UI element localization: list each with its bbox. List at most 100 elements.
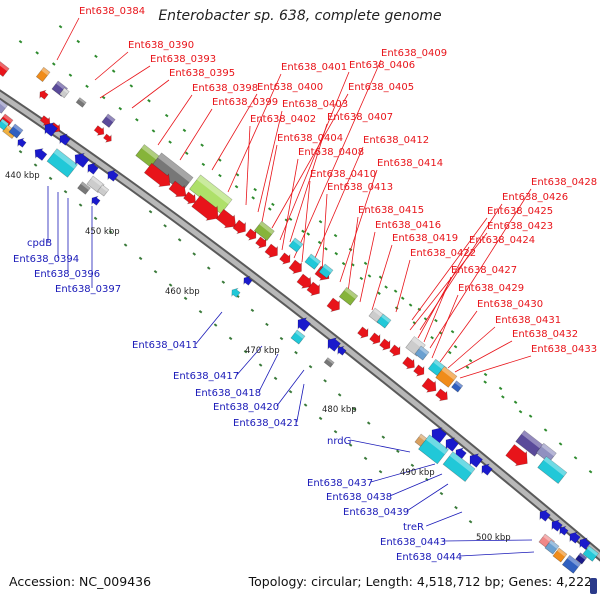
- gene-label-forward[interactable]: Ent638_0404: [277, 133, 343, 144]
- gene-feature[interactable]: [401, 355, 418, 372]
- gene-label-reverse[interactable]: nrdG: [327, 436, 351, 447]
- gene-feature[interactable]: [434, 387, 451, 404]
- gene-label-forward[interactable]: Ent638_0419: [392, 233, 458, 244]
- gene-feature[interactable]: [466, 450, 484, 468]
- gene-label-forward[interactable]: Ent638_0426: [502, 192, 568, 203]
- gene-feature[interactable]: [442, 451, 476, 482]
- gene-feature[interactable]: [378, 337, 393, 353]
- gene-label-reverse[interactable]: Ent638_0443: [380, 537, 446, 548]
- gene-label-reverse[interactable]: Ent638_0421: [233, 418, 299, 429]
- gene-feature[interactable]: [244, 227, 259, 243]
- gene-feature[interactable]: [150, 152, 194, 193]
- gene-label-reverse[interactable]: Ent638_0420: [213, 402, 279, 413]
- gene-feature[interactable]: [41, 119, 59, 137]
- gene-feature[interactable]: [442, 434, 460, 452]
- gene-feature[interactable]: [84, 160, 99, 176]
- gene-label-forward[interactable]: Ent638_0429: [458, 283, 524, 294]
- gene-feature[interactable]: [576, 535, 591, 551]
- gene-label-forward[interactable]: Ent638_0399: [212, 97, 278, 108]
- gene-feature[interactable]: [536, 507, 551, 523]
- gene-label-forward[interactable]: Ent638_0430: [477, 299, 543, 310]
- gene-feature[interactable]: [56, 131, 71, 147]
- gene-feature[interactable]: [241, 274, 253, 287]
- gene-feature[interactable]: [8, 123, 24, 139]
- gene-label-forward[interactable]: Ent638_0423: [487, 221, 553, 232]
- gene-feature[interactable]: [421, 376, 441, 396]
- gene-feature[interactable]: [264, 242, 282, 260]
- gene-feature[interactable]: [77, 181, 91, 195]
- gene-feature[interactable]: [104, 167, 119, 183]
- gene-feature[interactable]: [435, 366, 458, 388]
- gene-label-forward[interactable]: Ent638_0403: [282, 99, 348, 110]
- gene-feature[interactable]: [566, 529, 581, 545]
- gene-feature[interactable]: [232, 218, 250, 236]
- gene-label-forward[interactable]: Ent638_0390: [128, 40, 194, 51]
- gene-feature[interactable]: [168, 179, 191, 201]
- gene-feature[interactable]: [253, 220, 275, 241]
- gene-feature[interactable]: [75, 97, 87, 108]
- gene-label-forward[interactable]: Ent638_0413: [327, 182, 393, 193]
- gene-feature[interactable]: [552, 547, 568, 563]
- gene-feature[interactable]: [412, 363, 427, 379]
- gene-label-forward[interactable]: Ent638_0424: [469, 235, 535, 246]
- gene-label-forward[interactable]: Ent638_0405: [348, 82, 414, 93]
- gene-label-forward[interactable]: Ent638_0414: [377, 158, 443, 169]
- gene-label-forward[interactable]: Ent638_0409: [381, 48, 447, 59]
- gene-label-forward[interactable]: Ent638_0407: [327, 112, 393, 123]
- gene-label-reverse[interactable]: Ent638_0394: [13, 254, 79, 265]
- gene-feature[interactable]: [388, 343, 403, 359]
- gene-feature[interactable]: [326, 296, 344, 314]
- gene-label-forward[interactable]: Ent638_0425: [487, 206, 553, 217]
- gene-label-forward[interactable]: Ent638_0384: [79, 6, 145, 17]
- gene-label-reverse[interactable]: Ent638_0439: [343, 507, 409, 518]
- gene-feature[interactable]: [296, 272, 316, 292]
- gene-labels[interactable]: Ent638_0384Ent638_0390Ent638_0393Ent638_…: [13, 6, 597, 563]
- gene-label-forward[interactable]: Ent638_0431: [495, 315, 561, 326]
- gene-feature[interactable]: [324, 334, 342, 352]
- gene-label-forward[interactable]: Ent638_0416: [375, 220, 441, 231]
- gene-label-forward[interactable]: Ent638_0415: [358, 205, 424, 216]
- gene-feature[interactable]: [229, 286, 241, 299]
- gene-features[interactable]: [0, 59, 599, 574]
- gene-label-forward[interactable]: Ent638_0395: [169, 68, 235, 79]
- gene-feature[interactable]: [35, 66, 51, 83]
- gene-label-reverse[interactable]: Ent638_0411: [132, 340, 198, 351]
- gene-feature[interactable]: [0, 118, 10, 131]
- gene-feature[interactable]: [561, 554, 582, 574]
- gene-label-reverse[interactable]: Ent638_0417: [173, 371, 239, 382]
- gene-feature[interactable]: [451, 380, 464, 393]
- gene-label-forward[interactable]: Ent638_0427: [451, 265, 517, 276]
- gene-label-forward[interactable]: Ent638_0432: [512, 329, 578, 340]
- gene-feature[interactable]: [478, 461, 493, 477]
- gene-feature[interactable]: [190, 194, 223, 225]
- gene-feature[interactable]: [15, 136, 27, 149]
- gene-feature[interactable]: [0, 97, 8, 114]
- gene-label-reverse[interactable]: Ent638_0418: [195, 388, 261, 399]
- gene-feature[interactable]: [143, 162, 175, 192]
- gene-feature[interactable]: [189, 174, 233, 215]
- gene-feature[interactable]: [215, 208, 241, 233]
- gene-feature[interactable]: [548, 517, 563, 533]
- gene-feature[interactable]: [304, 253, 321, 270]
- gene-label-forward[interactable]: Ent638_0400: [257, 82, 323, 93]
- gene-label-forward[interactable]: Ent638_0422: [410, 248, 476, 259]
- gene-feature[interactable]: [537, 456, 568, 484]
- gene-feature[interactable]: [31, 145, 48, 162]
- gene-feature[interactable]: [335, 344, 347, 357]
- gene-label-forward[interactable]: Ent638_0401: [281, 62, 347, 73]
- gene-feature[interactable]: [46, 148, 78, 178]
- gene-label-forward[interactable]: Ent638_0393: [150, 54, 216, 65]
- gene-feature[interactable]: [290, 329, 306, 345]
- gene-label-forward[interactable]: Ent638_0433: [531, 344, 597, 355]
- gene-feature[interactable]: [71, 149, 91, 169]
- gene-label-reverse[interactable]: Ent638_0396: [34, 269, 100, 280]
- gene-feature[interactable]: [368, 331, 383, 347]
- gene-feature[interactable]: [101, 113, 116, 128]
- gene-label-forward[interactable]: Ent638_0412: [363, 135, 429, 146]
- gene-label-reverse[interactable]: treR: [403, 522, 424, 533]
- scroll-marker[interactable]: [590, 578, 597, 594]
- gene-feature[interactable]: [557, 524, 569, 537]
- gene-feature[interactable]: [356, 325, 371, 341]
- gene-feature[interactable]: [288, 258, 306, 276]
